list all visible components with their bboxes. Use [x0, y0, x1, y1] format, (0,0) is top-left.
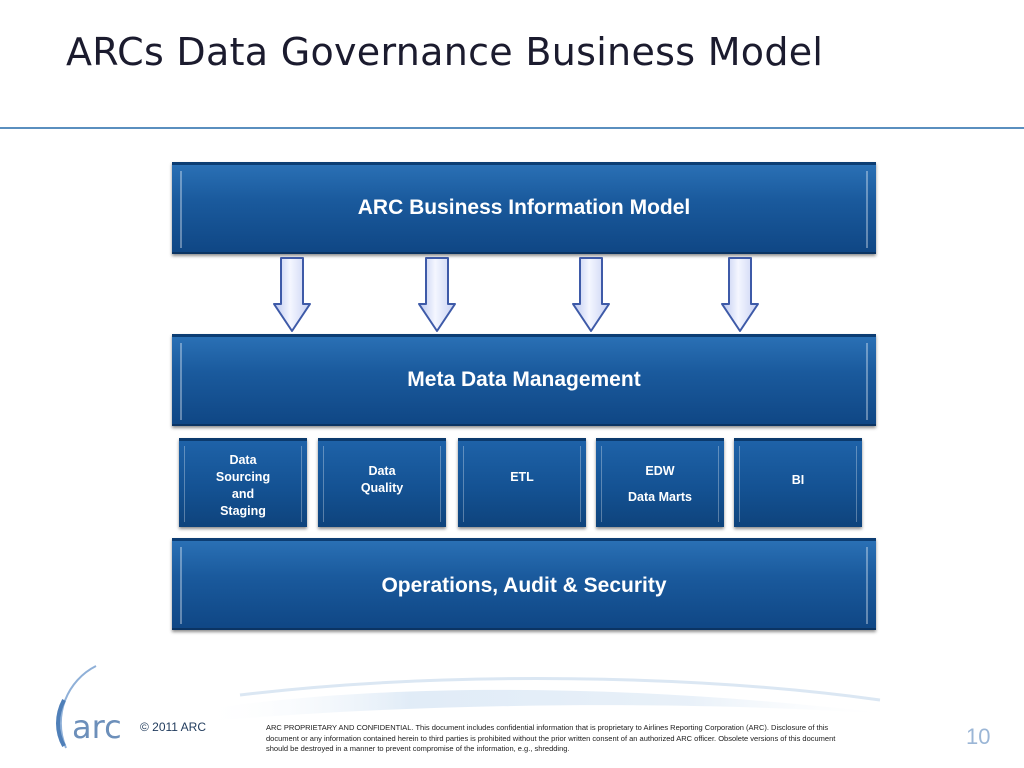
- box-label-line: Quality: [360, 481, 404, 495]
- confidentiality-disclaimer: ARC PROPRIETARY AND CONFIDENTIAL. This d…: [266, 723, 836, 753]
- data-quality-box: Data Quality: [318, 438, 446, 527]
- box-label-line: BI: [791, 473, 805, 487]
- operations-audit-security-label: Operations, Audit & Security: [381, 573, 667, 597]
- box-label-line: Data Marts: [628, 490, 692, 504]
- logo-text: arc: [72, 708, 122, 746]
- slide-title: ARCs Data Governance Business Model: [66, 30, 824, 74]
- box-label-line: Data: [229, 453, 257, 467]
- footer-swoosh: [200, 677, 900, 722]
- down-arrow-icon: [721, 257, 759, 332]
- copyright-text: © 2011 ARC: [140, 720, 206, 734]
- etl-box: ETL: [458, 438, 586, 527]
- arrows-layer: [273, 257, 759, 332]
- box-label-line: EDW: [645, 464, 675, 478]
- data-sourcing-staging-box: Data Sourcing and Staging: [179, 438, 307, 527]
- arc-logo: arc: [56, 665, 122, 749]
- operations-audit-security-bar: Operations, Audit & Security: [172, 538, 876, 630]
- box-label-line: Data: [368, 464, 396, 478]
- page-number: 10: [966, 724, 991, 749]
- box-label-line: Sourcing: [215, 470, 271, 484]
- down-arrow-icon: [273, 257, 311, 332]
- down-arrow-icon: [418, 257, 456, 332]
- edw-data-marts-box: EDW Data Marts: [596, 438, 724, 527]
- meta-data-management-label: Meta Data Management: [407, 367, 641, 391]
- box-label-line: Staging: [220, 504, 266, 518]
- bi-box: BI: [734, 438, 862, 527]
- down-arrow-icon: [572, 257, 610, 332]
- meta-data-management-bar: Meta Data Management: [172, 334, 876, 426]
- box-label-line: and: [231, 487, 255, 501]
- business-information-model-bar: ARC Business Information Model: [172, 162, 876, 254]
- business-information-model-label: ARC Business Information Model: [357, 195, 691, 219]
- title-divider: [0, 127, 1024, 129]
- box-label-line: ETL: [510, 470, 534, 484]
